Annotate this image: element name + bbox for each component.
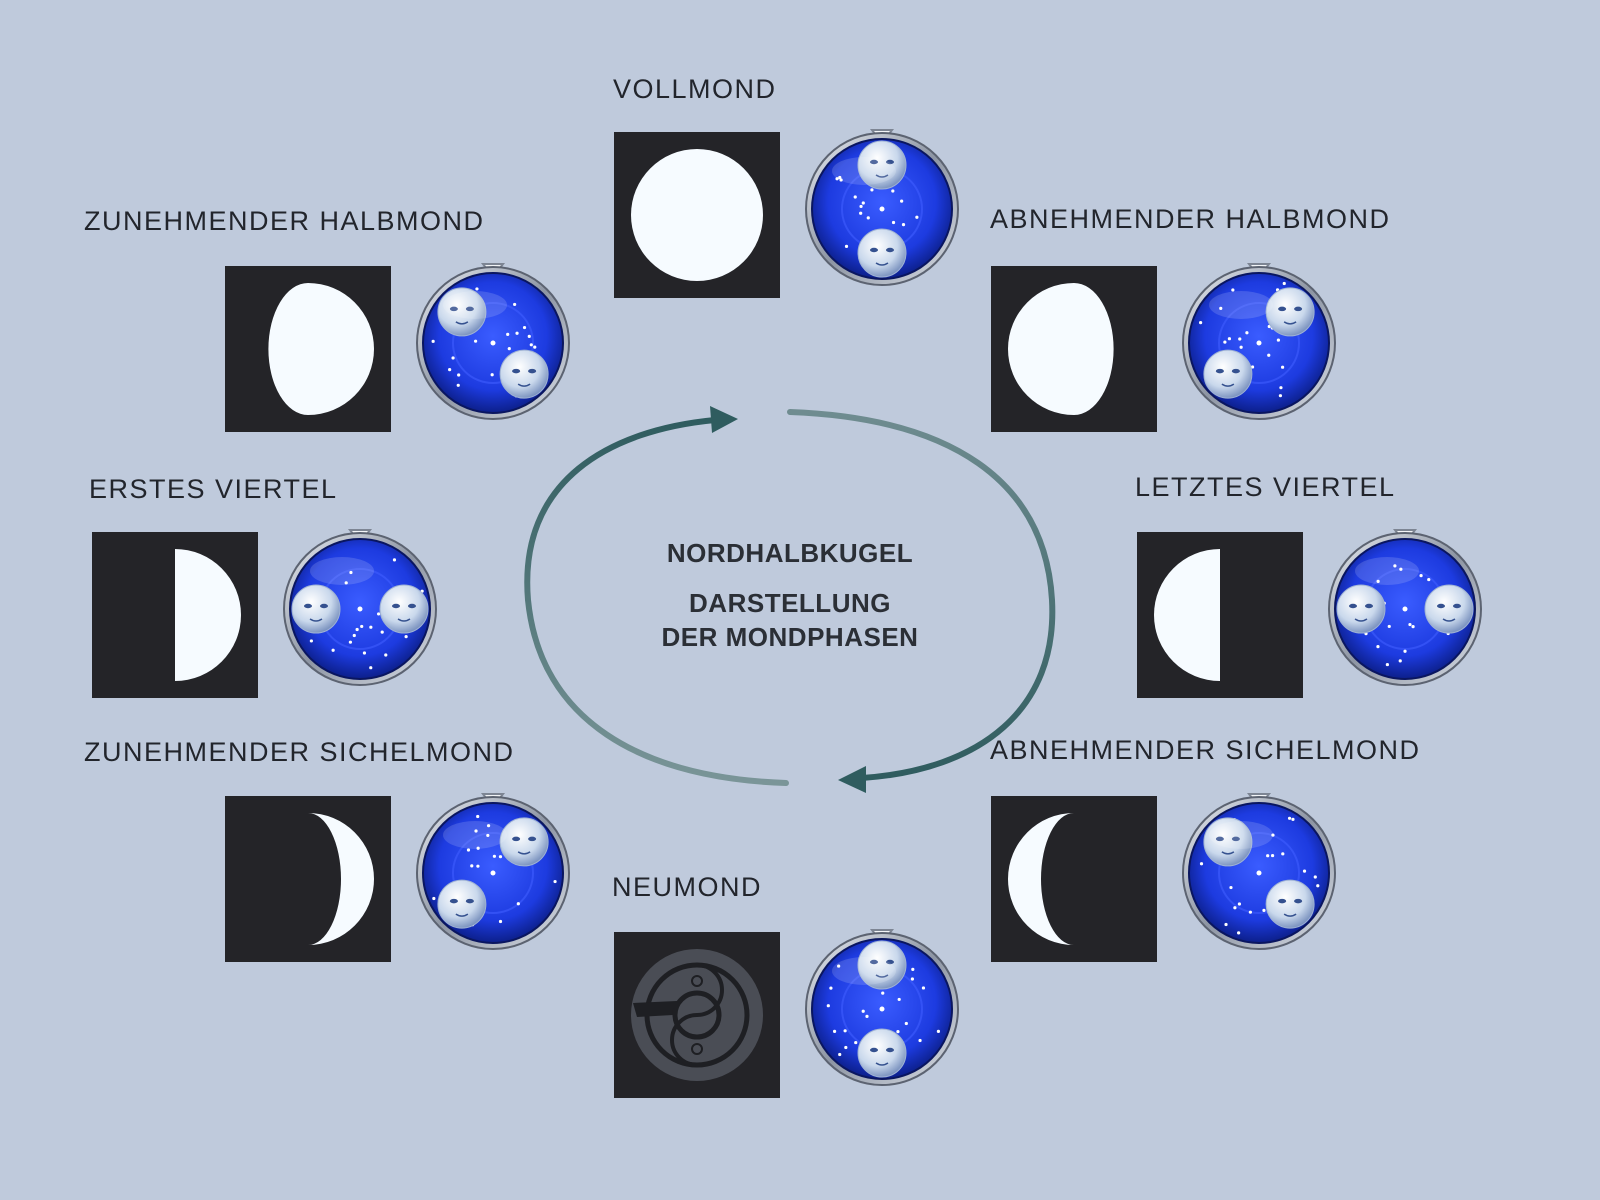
- phase-zunehmender-sichelmond: [225, 793, 570, 962]
- zunehmender-halbmond-dial-moon-face-icon: [437, 287, 487, 337]
- erstes-viertel-dial: [283, 529, 437, 686]
- zunehmender-sichelmond-dial: [416, 793, 570, 950]
- cycle-arrows: [524, 406, 1056, 793]
- abnehmender-halbmond-dial-moon-face-icon: [1265, 287, 1315, 337]
- arrow-left-arc: [524, 417, 789, 786]
- erstes-viertel-dial-moon-face-icon: [291, 584, 341, 634]
- neumond-dial-moon-face-icon: [857, 1028, 907, 1078]
- zunehmender-halbmond-moon-icon: [268, 283, 374, 415]
- abnehmender-halbmond-dial-inner-ring: [1218, 302, 1300, 384]
- letztes-viertel-dial-moon-face-icon: [1336, 584, 1386, 634]
- gb-logo-icon: [631, 949, 763, 1081]
- abnehmender-halbmond-dial: [1182, 263, 1336, 420]
- letztes-viertel-label: LETZTES VIERTEL: [1135, 472, 1396, 502]
- neumond-label: NEUMOND: [612, 872, 762, 902]
- abnehmender-sichelmond-dial: [1182, 793, 1336, 950]
- zunehmender-sichelmond-dial-moon-face-icon: [499, 817, 549, 867]
- letztes-viertel-dial-moon-face-icon: [1424, 584, 1474, 634]
- zunehmender-sichelmond-dial-moon-face-icon: [437, 879, 487, 929]
- abnehmender-halbmond-dial-moon-face-icon: [1203, 349, 1253, 399]
- zunehmender-halbmond-dial-moon-face-icon: [499, 349, 549, 399]
- zunehmender-halbmond-label: ZUNEHMENDER HALBMOND: [84, 206, 485, 236]
- zunehmender-sichelmond-moon-icon: [308, 813, 374, 945]
- letztes-viertel-moon-icon: [1154, 549, 1220, 681]
- abnehmender-sichelmond-moon-icon: [1008, 813, 1074, 945]
- abnehmender-sichelmond-dial-moon-face-icon: [1203, 817, 1253, 867]
- abnehmender-sichelmond-label: ABNEHMENDER SICHELMOND: [990, 735, 1421, 765]
- erstes-viertel-dial-moon-face-icon: [379, 584, 429, 634]
- abnehmender-halbmond-label: ABNEHMENDER HALBMOND: [990, 204, 1391, 234]
- phase-letztes-viertel: [1137, 529, 1482, 698]
- zunehmender-sichelmond-label: ZUNEHMENDER SICHELMOND: [84, 737, 515, 767]
- diagram-title-line1: DARSTELLUNG: [689, 588, 891, 618]
- letztes-viertel-dial: [1328, 529, 1482, 686]
- neumond-dial-moon-face-icon: [857, 940, 907, 990]
- vollmond-label: VOLLMOND: [613, 74, 777, 104]
- phases: [92, 129, 1482, 1098]
- vollmond-moon-icon: [631, 149, 763, 281]
- phase-zunehmender-halbmond: [225, 263, 570, 432]
- abnehmender-sichelmond-dial-inner-ring: [1218, 832, 1300, 914]
- erstes-viertel-label: ERSTES VIERTEL: [89, 474, 338, 504]
- erstes-viertel-moon-icon: [175, 549, 241, 681]
- phase-erstes-viertel: [92, 529, 437, 698]
- zunehmender-halbmond-dial: [416, 263, 570, 420]
- zunehmender-halbmond-dial-inner-ring: [452, 302, 534, 384]
- phase-neumond: [614, 929, 959, 1098]
- phase-abnehmender-halbmond: [991, 263, 1336, 432]
- phase-abnehmender-sichelmond: [991, 793, 1336, 962]
- arrow-head-top: [710, 406, 738, 433]
- zunehmender-sichelmond-dial-inner-ring: [452, 832, 534, 914]
- arrow-head-bottom: [838, 766, 866, 793]
- vollmond-dial-moon-face-icon: [857, 228, 907, 278]
- vollmond-dial-moon-face-icon: [857, 140, 907, 190]
- abnehmender-sichelmond-dial-moon-face-icon: [1265, 879, 1315, 929]
- neumond-dial: [805, 929, 959, 1086]
- hemisphere-label: NORDHALBKUGEL: [666, 538, 914, 568]
- arrow-right-arc: [787, 409, 1056, 781]
- diagram-title-line2: DER MONDPHASEN: [661, 622, 919, 652]
- phase-vollmond: [614, 129, 959, 298]
- vollmond-dial: [805, 129, 959, 286]
- abnehmender-halbmond-moon-icon: [1008, 283, 1114, 415]
